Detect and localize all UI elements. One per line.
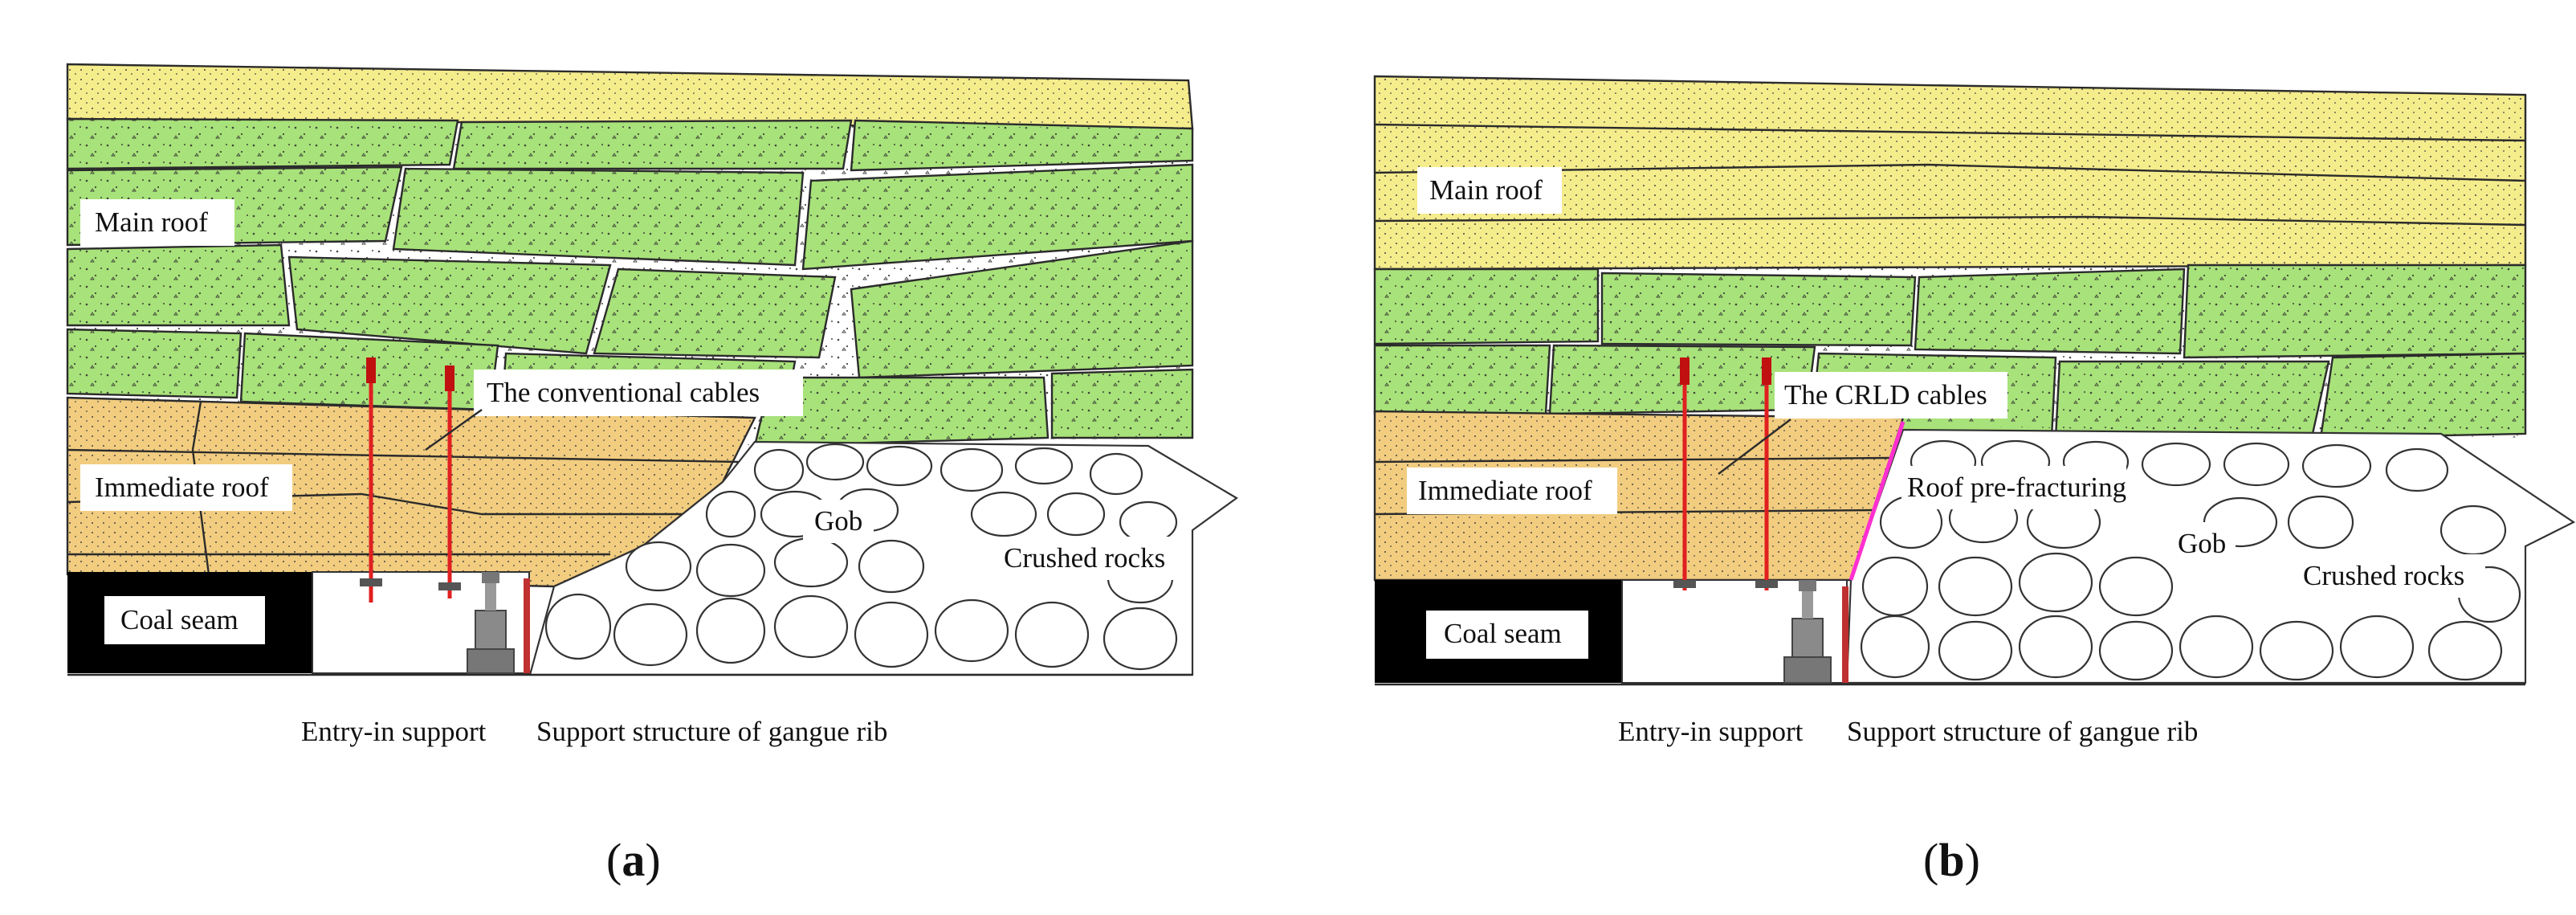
label-prefracturing-b: Roof pre-fracturing [1907,472,2126,503]
entry-in-support-b [1783,580,1832,684]
label-cables-b: The CRLD cables [1784,379,1987,411]
label-coal-seam-b: Coal seam [1444,618,1562,649]
label-coal-seam-a: Coal seam [120,604,238,635]
label-main-roof-b: Main roof [1429,174,1543,206]
label-cables-a: The conventional cables [487,377,760,408]
conventional-cables [360,357,461,603]
label-immediate-roof-a: Immediate roof [95,472,269,503]
caption-b: (b) [1923,834,1980,886]
label-gangue-rib-a: Support structure of gangue rib [536,716,887,747]
main-roof-blocks [66,117,1194,447]
label-main-roof-a: Main roof [95,206,208,238]
gangue-rib-b [1842,586,1848,683]
gangue-rib-a [524,578,530,673]
panel-b: Main roof The CRLD cables Immediate roof… [1373,75,2576,886]
label-entry-support-a: Entry-in support [301,716,487,747]
label-gob-a: Gob [814,505,862,537]
panel-a: Main roof The conventional cables Immedi… [66,63,1239,886]
label-crushed-rocks-a: Crushed rocks [1004,542,1165,574]
entry-in-support-a [467,572,515,674]
label-immediate-roof-b: Immediate roof [1418,475,1592,506]
crld-cables [1673,357,1778,590]
label-gangue-rib-b: Support structure of gangue rib [1847,716,2198,747]
label-entry-support-b: Entry-in support [1618,716,1804,747]
label-crushed-rocks-b: Crushed rocks [2303,560,2464,591]
label-gob-b: Gob [2178,528,2226,559]
prefracture-line [1848,421,1906,581]
caption-a: (a) [606,834,661,886]
